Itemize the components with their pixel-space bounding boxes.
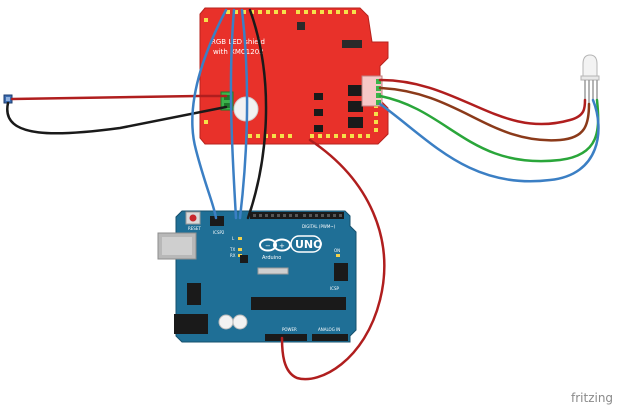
- small-ic: [240, 255, 248, 263]
- capacitor-left: [218, 314, 234, 330]
- power-header: [265, 334, 307, 341]
- icsp-label: ICSP: [330, 286, 340, 291]
- analog-header: [312, 334, 348, 341]
- wire-supply-positive: [10, 94, 228, 101]
- shield-led-connector-pins: [376, 79, 381, 105]
- fritzing-watermark: fritzing: [571, 391, 613, 405]
- capacitor-right: [232, 314, 248, 330]
- wire-led-green: [378, 94, 600, 163]
- led-label-rx: RX: [230, 253, 236, 258]
- digital-label: DIGITAL (PWM~): [302, 224, 336, 229]
- icsp2-header: [210, 216, 224, 226]
- icsp2-label: ICSP2: [213, 230, 225, 235]
- led-label-l: L: [232, 236, 235, 241]
- shield-small-component: [297, 22, 305, 30]
- digital-header-pins: [253, 214, 342, 217]
- uno-logo-text: UNO: [295, 238, 323, 251]
- svg-text:−: −: [265, 242, 271, 250]
- wire-shield-blue-3: [238, 8, 249, 220]
- rgb-led: [580, 54, 600, 104]
- wire-shield-blue-2: [229, 8, 238, 220]
- shield-title-line1: RGB LED shield: [211, 38, 265, 46]
- arduino-uno-board: RESET ICSP2 DIGITAL (PWM~) L TX RX: [157, 210, 357, 343]
- voltage-regulator: [187, 283, 201, 305]
- svg-text:+: +: [279, 242, 285, 250]
- shield-terminal-screw-2: [224, 103, 230, 108]
- wires: [6, 8, 600, 381]
- power-jack: [174, 314, 208, 334]
- rgb-led-legs: [584, 80, 598, 104]
- wire-supply-negative: [6, 101, 228, 135]
- wire-shield-blue-1: [191, 8, 228, 220]
- analog-label: ANALOG IN: [318, 327, 340, 332]
- shield-terminal-screw-1: [224, 95, 230, 100]
- uno-badge: [290, 235, 322, 253]
- on-led: [336, 254, 340, 257]
- rgb-led-body: [582, 54, 598, 77]
- crystal: [257, 267, 289, 275]
- shield-title-line2: with XMC1202: [213, 48, 264, 56]
- power-label: POWER: [282, 327, 297, 332]
- shield-mcu-chip: [342, 40, 362, 48]
- icsp-header: [334, 263, 348, 281]
- reset-button-cap: [189, 214, 197, 222]
- wire-shield-black: [246, 8, 268, 220]
- reset-label: RESET: [188, 226, 201, 231]
- on-label: ON: [334, 248, 340, 253]
- rgb-led-shield: RGB LED shield with XMC1202: [199, 7, 389, 145]
- led-label-tx: TX: [229, 247, 235, 252]
- rgb-led-base: [580, 75, 600, 81]
- atmega-chip: [251, 297, 346, 310]
- wire-led-brown: [378, 86, 591, 142]
- wire-led-red: [378, 78, 587, 126]
- shield-left-pins: [204, 18, 208, 124]
- wire-shield-red-power: [280, 138, 386, 381]
- arduino-brand: Arduino: [262, 255, 281, 261]
- wire-led-blue: [378, 98, 600, 183]
- shield-mosfets: [314, 85, 363, 132]
- usb-connector-inner: [162, 237, 192, 255]
- arduino-logo: − +: [259, 238, 291, 252]
